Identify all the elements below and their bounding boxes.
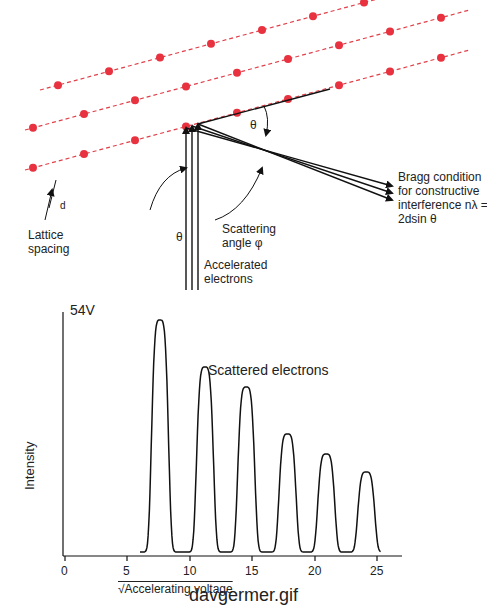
lattice-plane xyxy=(25,50,470,170)
lattice-atom xyxy=(309,12,317,20)
lattice-atom xyxy=(105,67,113,75)
lattice-atom xyxy=(437,14,445,22)
lattice-plane xyxy=(25,10,470,130)
scattering-angle: Scattering angle φ xyxy=(222,222,292,250)
series-label: Scattered electrons xyxy=(208,362,329,378)
angle-theta: θ xyxy=(176,230,183,244)
tick-label: 25 xyxy=(370,564,383,578)
lattice-atom xyxy=(207,40,215,48)
lattice-atom xyxy=(233,69,241,77)
lattice-spacing: Lattice spacing xyxy=(28,228,86,256)
lattice-atom xyxy=(29,164,37,172)
axis-title: Intensity xyxy=(22,442,37,490)
incident-beams xyxy=(186,124,198,290)
accelerated-electrons: Accelerated electrons xyxy=(204,258,284,286)
lattice-atom xyxy=(437,54,445,62)
lattice-atom xyxy=(386,67,394,75)
bragg-condition: Bragg condition for constructive interfe… xyxy=(398,170,487,226)
lattice-atom xyxy=(29,124,37,132)
peak-label: 54V xyxy=(70,302,95,318)
tick-label: 10 xyxy=(183,564,196,578)
lattice-atom xyxy=(131,96,139,104)
spacing-d: d xyxy=(60,200,66,212)
lattice-atom xyxy=(182,83,190,91)
crystal-lattice xyxy=(25,0,470,172)
lattice-atom xyxy=(54,81,62,89)
lattice-plane xyxy=(40,0,470,90)
intensity-curve xyxy=(140,320,381,552)
tick-label: 0 xyxy=(61,564,68,578)
tick-label: 20 xyxy=(308,564,321,578)
lattice-atom xyxy=(386,27,394,35)
tick-label: 15 xyxy=(245,564,258,578)
caption: davgermer.gif xyxy=(189,584,298,606)
tick-label: 5 xyxy=(123,564,130,578)
lattice-atom xyxy=(156,54,164,62)
lattice-atom xyxy=(335,81,343,89)
scattered-beams xyxy=(186,89,392,200)
lattice-atom xyxy=(131,136,139,144)
lattice-atom xyxy=(335,41,343,49)
angle-arcs xyxy=(45,106,268,220)
lattice-atom xyxy=(360,0,368,7)
lattice-atom xyxy=(80,150,88,158)
lattice-atom xyxy=(258,26,266,34)
chart-axes xyxy=(63,312,402,561)
lattice-atom xyxy=(284,55,292,63)
lattice-atom xyxy=(80,110,88,118)
angle-theta: θ xyxy=(250,118,257,132)
